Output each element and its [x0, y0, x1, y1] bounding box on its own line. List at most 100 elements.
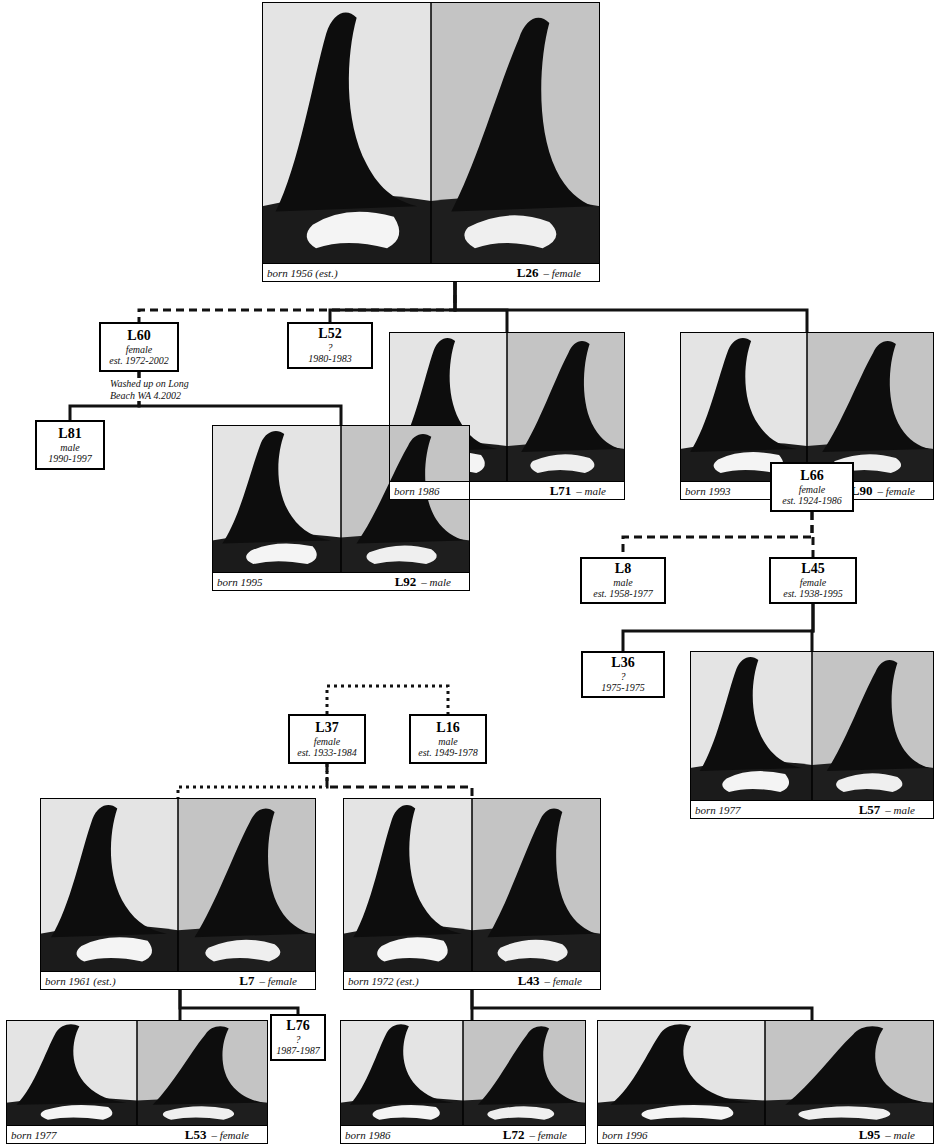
photo-box: born 1995 L92 – male	[212, 425, 470, 591]
fin-photo	[341, 425, 470, 573]
sex-label: – female	[544, 975, 582, 987]
life-years: 1990-1997	[48, 453, 91, 464]
lineage-line	[623, 604, 813, 651]
sex-label: – female	[211, 1129, 249, 1141]
sex-label: female	[800, 577, 827, 588]
life-years: est. 1949-1978	[418, 747, 477, 758]
whale-id: L36	[611, 655, 634, 671]
id-group: L92 – male	[395, 574, 465, 590]
photo-box: born 1986L72– female	[340, 1020, 586, 1144]
photo-divider	[471, 798, 473, 972]
caption-strip: born 1972 (est.)L43– female	[344, 971, 600, 989]
box-text: L81male1990-1997	[48, 426, 91, 464]
whale-id: L76	[286, 1018, 309, 1034]
lineage-line	[455, 282, 507, 332]
whale-id: L53	[185, 1127, 207, 1143]
id-box: L76?1987-1987	[270, 1014, 326, 1061]
fin-photo	[507, 332, 625, 482]
fin-photo	[340, 1020, 463, 1126]
photo-divider	[340, 425, 342, 573]
birth-year: born 1995	[217, 576, 263, 588]
sex-label: ?	[328, 342, 333, 353]
whale-id: L60	[127, 328, 150, 344]
id-box: L60femaleest. 1972-2002	[99, 322, 179, 372]
id-box: L66femaleest. 1924-1986	[770, 462, 854, 512]
caption-strip: born 1996 L95– male	[598, 1125, 933, 1143]
fin-photo	[431, 2, 600, 264]
fin-photo	[137, 1020, 268, 1126]
sex-label: – female	[877, 485, 915, 497]
sex-label: – female	[259, 975, 297, 987]
whale-id: L92	[395, 574, 417, 590]
photo-box: born 1977L53– female	[6, 1020, 268, 1144]
lineage-line	[180, 990, 298, 1014]
lineage-line	[178, 764, 327, 798]
fin-photo	[812, 651, 934, 801]
fin-photo	[680, 332, 807, 482]
lineage-line	[623, 512, 812, 557]
id-box: L45femaleest. 1938-1995	[769, 557, 857, 604]
id-group: L95– male	[859, 1127, 929, 1143]
whale-id: L71	[550, 483, 572, 499]
fin-photo	[463, 1020, 586, 1126]
fin-photo	[40, 798, 178, 972]
photo-box: born 1996 L95– male	[597, 1020, 934, 1144]
id-group: L57 – male	[859, 802, 929, 818]
id-box: L36?1975-1975	[581, 651, 665, 698]
id-box: L81male1990-1997	[35, 420, 105, 470]
fin-photo	[262, 2, 431, 264]
birth-year: born 1956 (est.)	[267, 267, 338, 279]
whale-id: L66	[800, 468, 823, 484]
sex-label: male	[60, 442, 79, 453]
photo-divider	[462, 1020, 464, 1126]
life-years: est. 1938-1995	[783, 588, 842, 599]
life-years: est. 1972-2002	[109, 355, 168, 366]
fin-photo	[343, 798, 472, 972]
photo-dividers	[137, 2, 812, 1126]
photo-box: born 1972 (est.)L43– female	[343, 798, 601, 990]
life-years: est. 1958-1977	[593, 588, 652, 599]
birth-year: born 1961 (est.)	[45, 975, 116, 987]
lineage-line	[139, 282, 455, 322]
birth-year: born 1986	[394, 485, 440, 497]
sex-label: – male	[576, 485, 606, 497]
photo-divider	[136, 1020, 138, 1126]
id-box: L37femaleest. 1933-1984	[288, 714, 366, 764]
id-group: L72– female	[503, 1127, 581, 1143]
birth-year: born 1996	[602, 1129, 648, 1141]
fin-photo	[765, 1020, 934, 1126]
caption-strip: born 1961 (est.) L7– female	[41, 971, 315, 989]
whale-id: L90	[851, 483, 873, 499]
fin-photo	[807, 332, 934, 482]
photo-box: born 1977L57– male	[690, 651, 934, 819]
sex-label: – male	[885, 804, 915, 816]
fin-photo	[597, 1020, 765, 1126]
caption-strip: born 1986L72– female	[341, 1125, 585, 1143]
life-years: est. 1933-1984	[297, 747, 356, 758]
box-text: L37femaleest. 1933-1984	[297, 720, 356, 758]
whale-id: L95	[859, 1127, 881, 1143]
life-years: est. 1924-1986	[782, 495, 841, 506]
sex-label: – male	[421, 576, 451, 588]
id-group: L7– female	[239, 973, 311, 989]
note-label: Washed up on Long Beach WA 4.2002	[110, 378, 214, 401]
sex-label: female	[314, 736, 341, 747]
fin-photo	[212, 425, 341, 573]
id-group: L43– female	[518, 973, 596, 989]
photo-box: born 1956 (est.) L26 – female	[262, 2, 600, 282]
fin-photo	[6, 1020, 137, 1126]
whale-id: L26	[517, 265, 539, 281]
id-box: L16maleest. 1949-1978	[409, 714, 487, 764]
id-box: L8maleest. 1958-1977	[580, 557, 666, 604]
caption-strip: born 1986 L71 – male	[390, 481, 624, 499]
sex-label: – female	[529, 1129, 567, 1141]
fin-photo	[178, 798, 316, 972]
birth-year: born 1993	[685, 485, 731, 497]
sex-label: female	[126, 344, 153, 355]
lineage-line	[327, 764, 472, 798]
photo-divider	[430, 2, 432, 264]
id-box: L52?1980-1983	[287, 322, 373, 369]
sex-label: – female	[543, 267, 581, 279]
whale-id: L57	[859, 802, 881, 818]
